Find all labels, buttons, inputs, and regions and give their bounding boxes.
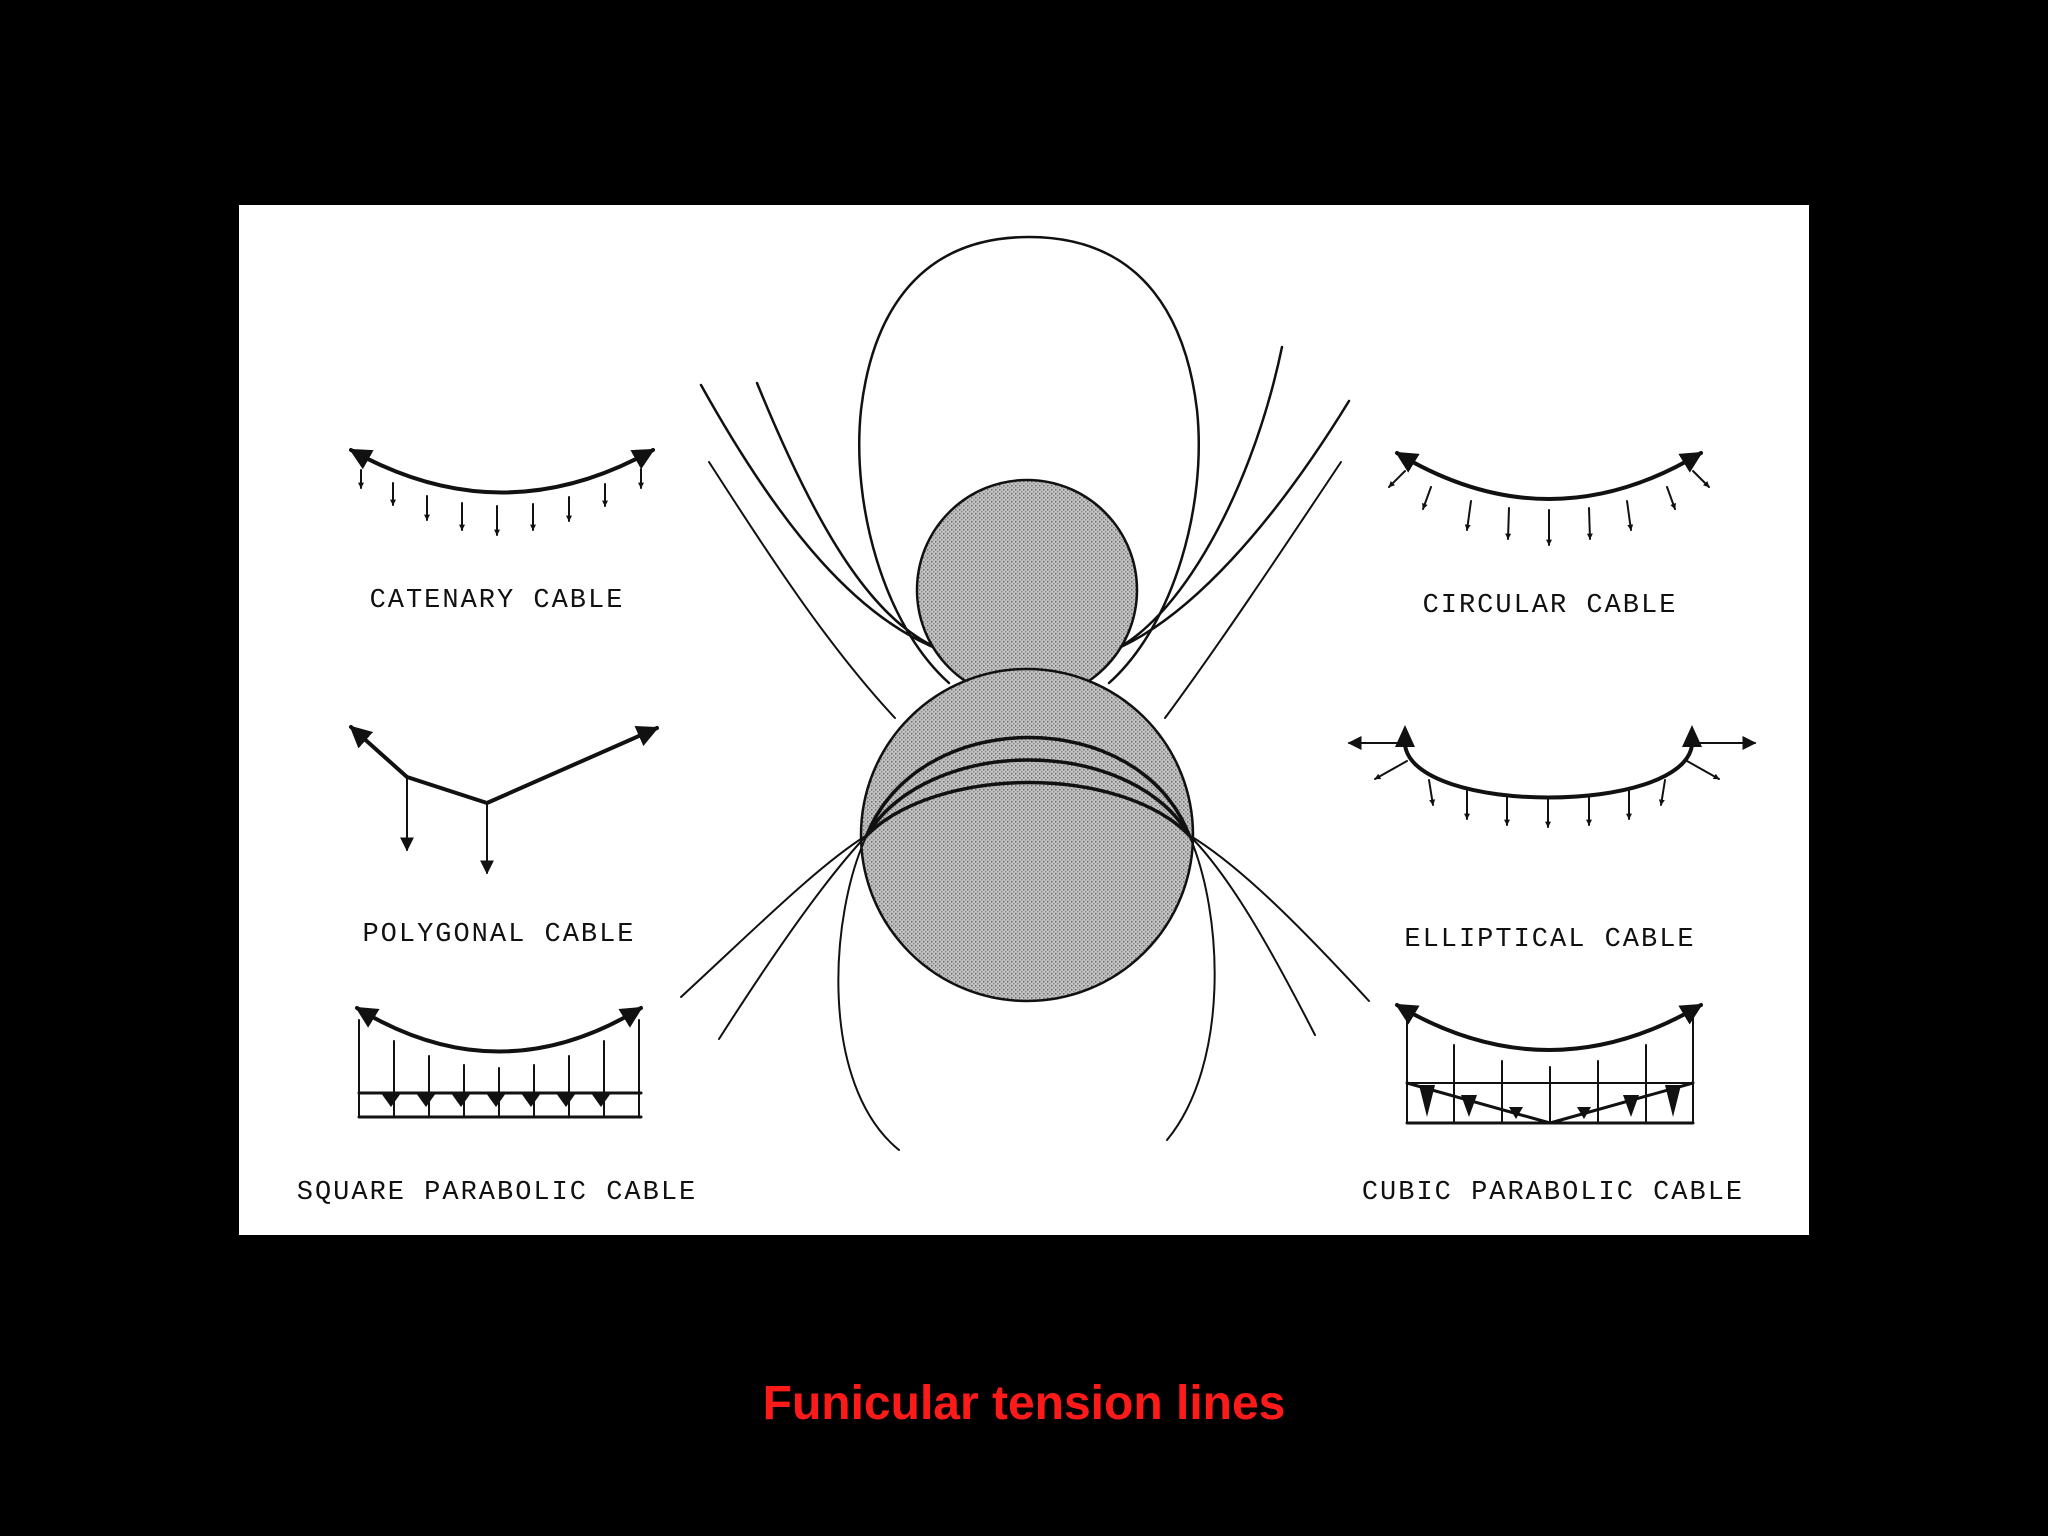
- figure-caption: Funicular tension lines: [762, 1377, 1286, 1430]
- funicular-diagram: CATENARY CABLE POLYGONAL CABLE SQUARE PA…: [297, 235, 1757, 1208]
- catenary-cable-label: CATENARY CABLE: [370, 586, 625, 616]
- cubic-parabolic-cable-label: CUBIC PARABOLIC CABLE: [1362, 1178, 1744, 1208]
- square-parabolic-cable-label: SQUARE PARABOLIC CABLE: [297, 1178, 697, 1208]
- polygonal-cable-figure: POLYGONAL CABLE: [349, 725, 660, 950]
- lower-sphere: [859, 667, 1195, 1003]
- funicular-diagram-panel: CATENARY CABLE POLYGONAL CABLE SQUARE PA…: [239, 205, 1809, 1235]
- cubic-parabolic-cable-figure: CUBIC PARABOLIC CABLE: [1362, 1003, 1744, 1208]
- elliptical-cable-figure: ELLIPTICAL CABLE: [1347, 725, 1757, 955]
- circular-cable-figure: CIRCULAR CABLE: [1388, 451, 1710, 621]
- upper-sphere: [915, 478, 1139, 702]
- elliptical-cable-label: ELLIPTICAL CABLE: [1404, 925, 1695, 955]
- square-parabolic-cable-figure: SQUARE PARABOLIC CABLE: [297, 1006, 697, 1208]
- catenary-cable-figure: CATENARY CABLE: [349, 448, 655, 616]
- central-funicular-figure: [680, 235, 1370, 1151]
- circular-cable-label: CIRCULAR CABLE: [1423, 591, 1678, 621]
- polygonal-cable-label: POLYGONAL CABLE: [362, 920, 635, 950]
